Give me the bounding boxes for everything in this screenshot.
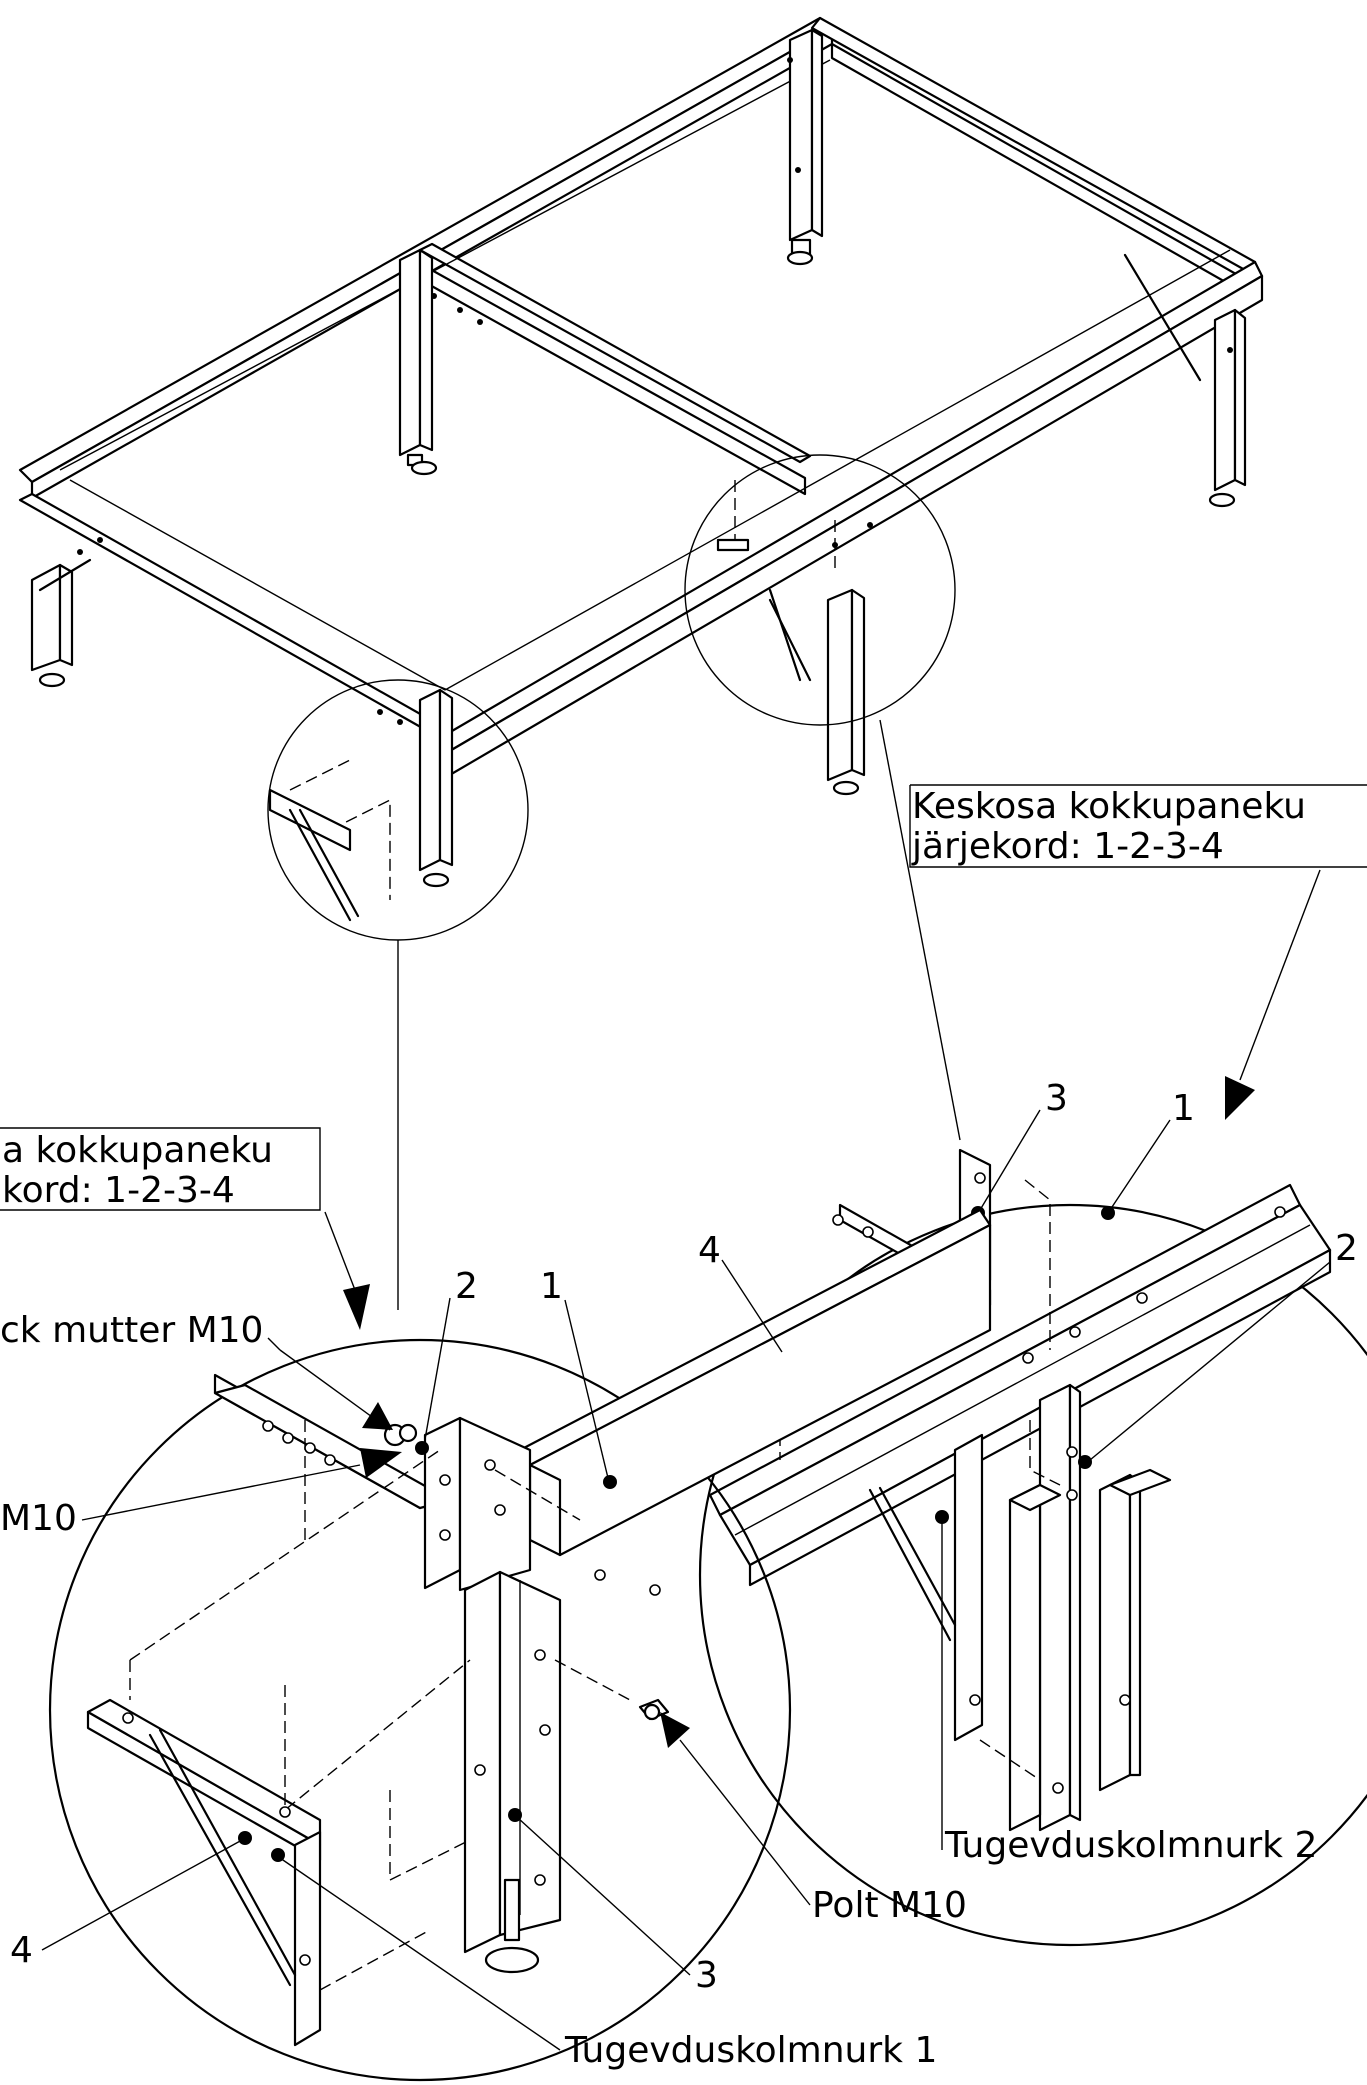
main-frame bbox=[18, 16, 1264, 888]
frame-holes bbox=[77, 57, 1233, 725]
label-l3: 3 bbox=[695, 1955, 718, 1996]
leg-middle-back bbox=[398, 248, 438, 476]
leg-left bbox=[30, 563, 74, 688]
center-note-line1: Keskosa kokkupaneku bbox=[912, 786, 1306, 827]
label-c3: 3 bbox=[1045, 1078, 1068, 1119]
label-washer: M10 bbox=[0, 1498, 77, 1539]
label-c4: 4 bbox=[698, 1230, 721, 1271]
label-c2: 2 bbox=[1335, 1228, 1358, 1269]
left-detail-labels: 2 1 ck mutter M10 M10 Polt M10 3 4 Tugev… bbox=[0, 1266, 967, 2071]
corner-note-line1: a kokkupaneku bbox=[2, 1130, 273, 1171]
leader-right-detail bbox=[879, 719, 961, 1141]
label-bracket2: Tugevduskolmnurk 2 bbox=[944, 1825, 1317, 1866]
label-lock-nut: ck mutter M10 bbox=[0, 1310, 263, 1351]
right-detail-labels: 3 1 2 4 Tugevduskolmnurk 2 bbox=[698, 1078, 1358, 1866]
bolt-m10 bbox=[638, 1698, 670, 1721]
leg-back bbox=[786, 28, 824, 266]
callout-center-assembly: Keskosa kokkupaneku järjekord: 1-2-3-4 bbox=[909, 784, 1367, 1120]
label-l2: 2 bbox=[455, 1266, 478, 1307]
label-c1: 1 bbox=[1172, 1088, 1195, 1129]
label-l4: 4 bbox=[10, 1930, 33, 1971]
label-l1: 1 bbox=[540, 1266, 563, 1307]
leg-center-front bbox=[826, 588, 866, 796]
leg-right bbox=[1208, 308, 1247, 508]
detail-circle-small-left bbox=[267, 679, 529, 941]
callout-corner-assembly: a kokkupaneku kord: 1-2-3-4 bbox=[0, 1127, 370, 1330]
corner-note-line2: kord: 1-2-3-4 bbox=[2, 1170, 235, 1211]
detail-circle-small-right bbox=[684, 454, 956, 726]
label-bolt: Polt M10 bbox=[812, 1885, 967, 1926]
label-bracket1: Tugevduskolmnurk 1 bbox=[564, 2030, 937, 2071]
detail-circle-right bbox=[699, 1148, 1367, 1946]
center-note-line2: järjekord: 1-2-3-4 bbox=[911, 826, 1224, 867]
lock-nut-m10 bbox=[383, 1423, 418, 1447]
leg-front bbox=[418, 688, 454, 888]
